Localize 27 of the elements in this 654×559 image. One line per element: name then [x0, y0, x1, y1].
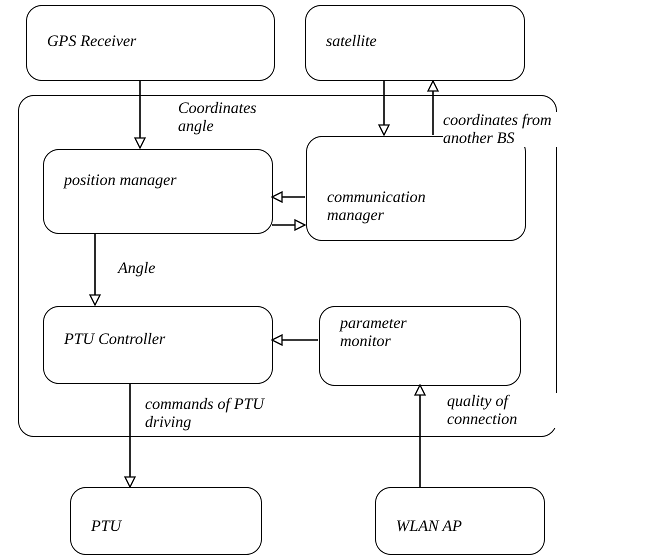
process-box	[26, 5, 275, 81]
box-label: satellite	[326, 33, 378, 52]
process-box	[305, 5, 525, 81]
process-box	[70, 487, 262, 555]
edge-label: Coordinates angle	[178, 100, 258, 136]
process-box	[43, 306, 273, 384]
edge-label: Angle	[118, 260, 156, 278]
edge-label: quality of connection	[447, 393, 557, 428]
arrow	[124, 383, 136, 488]
arrow	[272, 219, 306, 231]
arrow	[414, 384, 426, 487]
box-label: position manager	[64, 172, 178, 190]
process-box	[319, 306, 521, 386]
box-label: PTU	[91, 518, 123, 536]
arrow	[134, 81, 146, 149]
box-label: PTU Controller	[64, 331, 166, 350]
process-box	[43, 149, 273, 234]
arrow	[271, 191, 305, 203]
process-box	[375, 487, 545, 555]
box-label: WLAN AP	[396, 518, 463, 536]
arrow	[271, 334, 318, 346]
arrow	[89, 233, 101, 306]
box-label: parameter monitor	[340, 315, 408, 352]
box-label: GPS Receiver	[47, 33, 138, 52]
arrow	[427, 80, 439, 135]
box-label: communication manager	[327, 189, 427, 226]
arrow	[378, 81, 390, 136]
